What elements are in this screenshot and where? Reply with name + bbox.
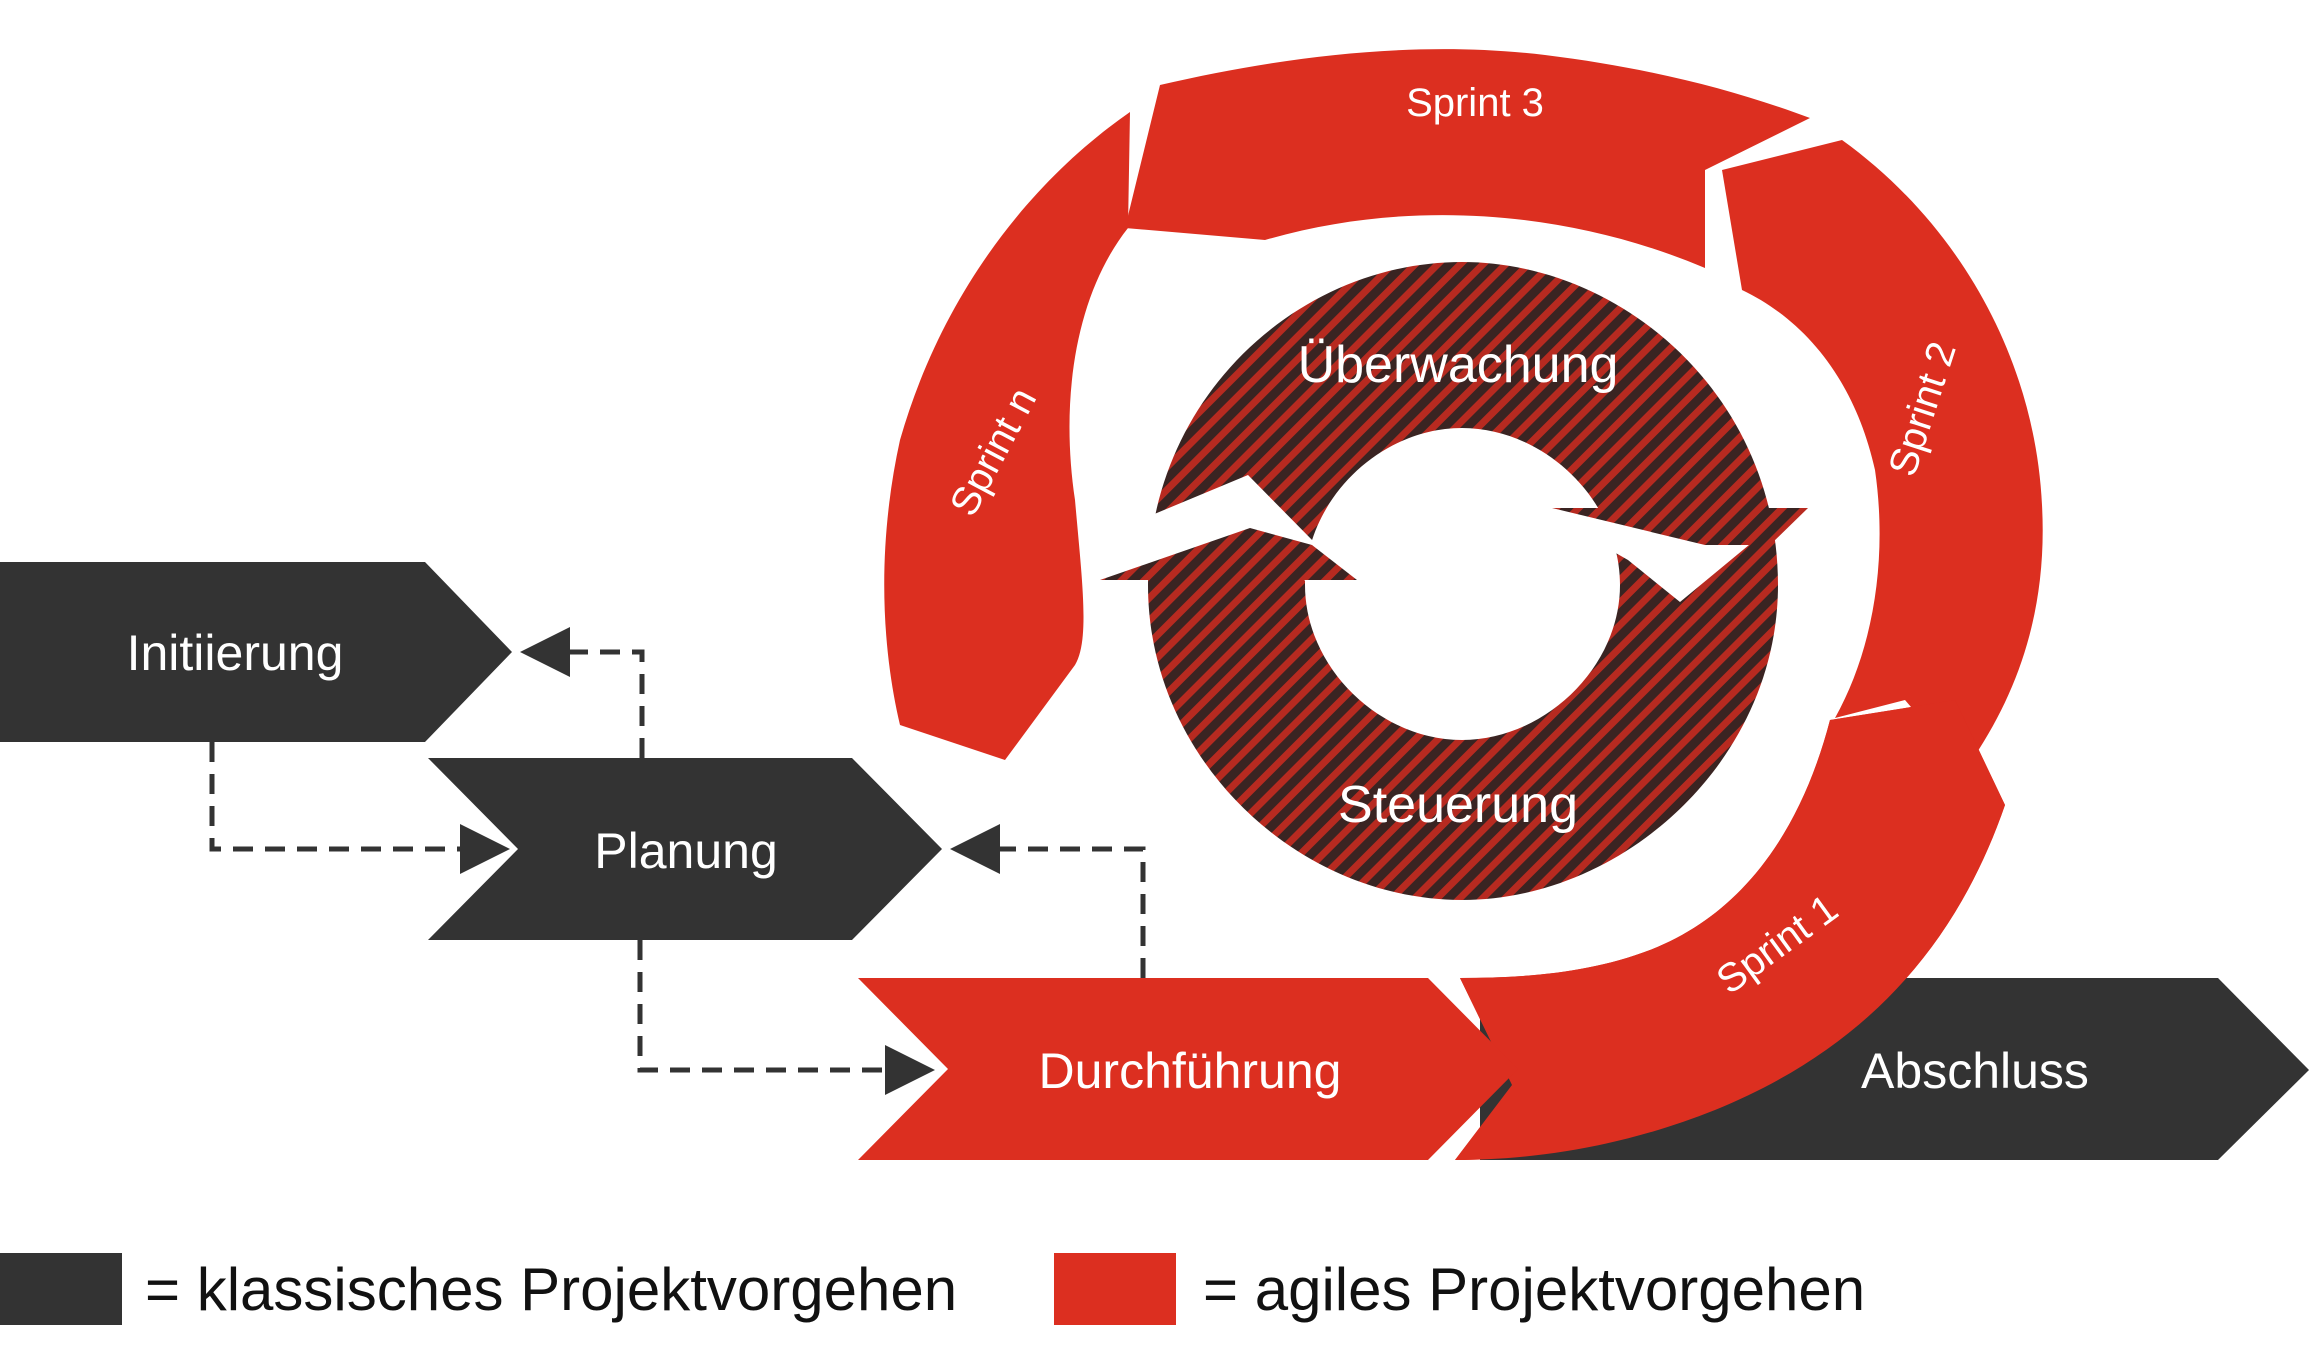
sprint-n-segment xyxy=(884,112,1130,760)
connector-initiierung-to-planung xyxy=(209,742,510,874)
connector-durchfuehrung-to-planung xyxy=(950,824,1146,978)
sprint-1-overlay xyxy=(1455,700,2005,1160)
cycle-arrow-right-head xyxy=(1552,508,1808,545)
control-label: Steuerung xyxy=(1338,776,1578,834)
sprint-2-segment xyxy=(1722,140,2043,770)
legend: = klassisches Projektvorgehen = agiles P… xyxy=(0,1253,1865,1325)
connectors xyxy=(209,627,1146,1095)
phase-durchfuehrung: Durchführung xyxy=(858,978,1518,1160)
legend-classic-label: = klassisches Projektvorgehen xyxy=(145,1256,957,1323)
phase-planung-label: Planung xyxy=(594,823,778,879)
cycle-arrow-left-head xyxy=(1100,528,1357,580)
legend-classic-swatch xyxy=(0,1253,122,1325)
legend-agile-swatch xyxy=(1054,1253,1176,1325)
phase-initiierung-shape xyxy=(0,562,512,742)
phase-planung: Planung xyxy=(428,758,942,940)
control-ring xyxy=(1148,262,1778,900)
phase-initiierung-label: Initiierung xyxy=(127,625,344,681)
phase-planung-shape xyxy=(428,758,942,940)
control-cycle: Überwachung Steuerung xyxy=(1100,262,1808,900)
phase-abschluss-label: Abschluss xyxy=(1861,1043,2089,1099)
monitoring-label: Überwachung xyxy=(1298,336,1619,394)
legend-agile-label: = agiles Projektvorgehen xyxy=(1203,1256,1865,1323)
sprint-3-label: Sprint 3 xyxy=(1406,81,1544,125)
phase-initiierung: Initiierung xyxy=(0,562,512,742)
connector-planung-to-initiierung xyxy=(520,627,645,758)
sprint-3-segment xyxy=(1125,49,1810,268)
phase-durchfuehrung-shape xyxy=(858,978,1518,1160)
connector-planung-to-durchfuehrung xyxy=(637,940,935,1095)
phase-durchfuehrung-label: Durchführung xyxy=(1039,1043,1342,1099)
